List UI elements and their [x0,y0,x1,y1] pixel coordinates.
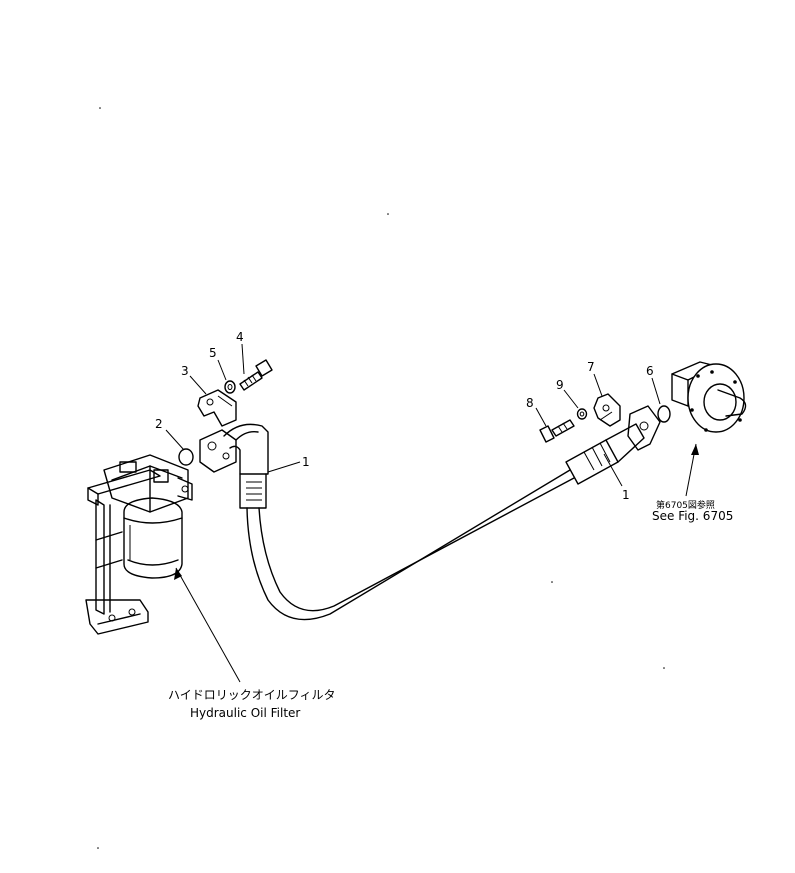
washer-right-icon [576,408,588,420]
callout-3: 3 [181,364,189,378]
hydraulic-oil-filter-icon [85,454,193,635]
filter-label-jp: ハイドロリックオイルフィルタ [168,688,336,702]
o-ring-right-icon [657,405,671,423]
hose-assembly-icon [199,405,661,621]
callout-6: 6 [646,364,654,378]
callout-7: 7 [587,360,595,374]
pump-body-icon [671,361,747,433]
callout-9: 9 [556,378,564,392]
bolt-icon [239,359,273,391]
callout-2: 2 [155,417,163,431]
callout-1-right: 1 [622,488,630,502]
scan-specks [97,107,665,849]
filter-label-en: Hydraulic Oil Filter [190,706,300,720]
bolt-right-icon [539,419,575,443]
washer-hole [227,384,233,390]
see-fig-en: See Fig. 6705 [652,509,733,523]
washer-icon [224,380,236,394]
leader-lines [165,343,699,683]
washer-right-hole [579,411,585,417]
callout-1-left: 1 [302,455,310,469]
split-flange-right-icon [593,393,621,427]
see-fig-jp: 第6705図参照 [656,499,715,511]
o-ring-icon [178,448,194,466]
callout-4: 4 [236,330,244,344]
callout-5: 5 [209,346,217,360]
callout-8: 8 [526,396,534,410]
split-flange-icon [197,389,237,427]
